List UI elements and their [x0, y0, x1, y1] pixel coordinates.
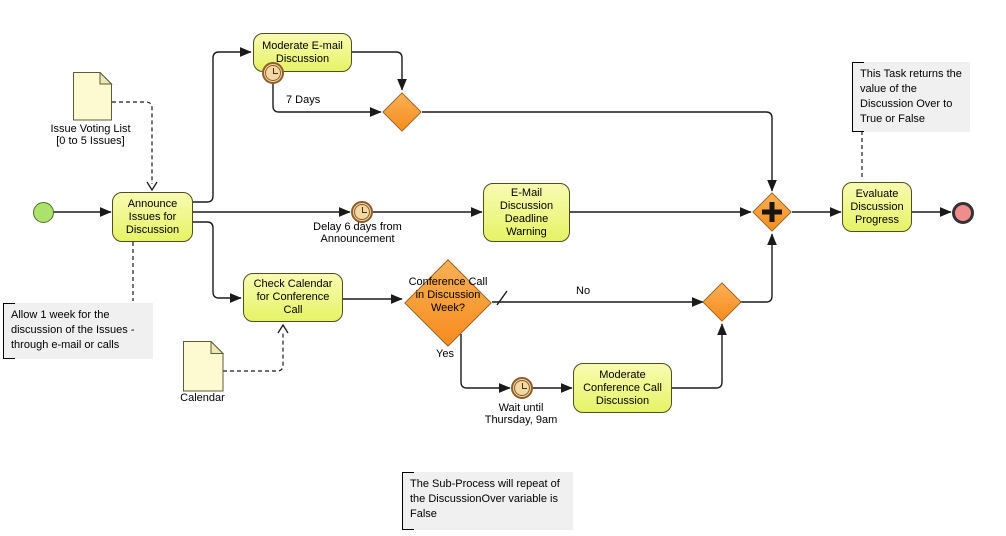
task-moderate-conference-call[interactable]: Moderate Conference Call Discussion: [573, 363, 672, 413]
data-object-issue-voting-list[interactable]: [73, 71, 113, 124]
clock-hand-icon: [521, 383, 523, 389]
flow-announce-to-check-calendar: [193, 221, 242, 303]
task-email-deadline-warning[interactable]: E-Mail Discussion Deadline Warning: [483, 183, 570, 242]
flow-announce-to-moderate-email: [193, 47, 252, 203]
clock-hand-icon: [362, 211, 367, 213]
issue-voting-list-label: Issue Voting List [0 to 5 Issues]: [50, 123, 131, 147]
delay-timer-event-icon[interactable]: [351, 201, 373, 223]
flow-moderate-conf-to-merge-gateway: [672, 323, 727, 389]
label-no: No: [576, 285, 591, 297]
end-event[interactable]: [952, 202, 974, 224]
clock-hand-icon: [272, 68, 274, 74]
flow-moderate-email-to-gateway: [352, 51, 407, 91]
assoc-calendar-to-check-calendar: [223, 332, 284, 372]
label-yes: Yes: [436, 348, 454, 360]
assoc-issue-voting-list-to-announce: [112, 101, 153, 184]
task-evaluate-progress[interactable]: Evaluate Discussion Progress: [842, 182, 912, 232]
clock-hand-icon: [522, 387, 527, 389]
task-moderate-email-discussion[interactable]: Moderate E-mail Discussion: [253, 33, 352, 72]
annotation-subprocess-repeat[interactable]: The Sub-Process will repeat of the Discu…: [402, 472, 573, 530]
task-announce-issues[interactable]: Announce Issues for Discussion: [112, 192, 193, 242]
wait-timer-event-icon[interactable]: [511, 377, 533, 399]
default-flow-slash-marker: [496, 290, 508, 306]
open-arrowhead-down-icon: [146, 181, 158, 192]
annotation-allow-one-week[interactable]: Allow 1 week for the discussion of the I…: [3, 303, 153, 359]
flow-yes-to-wait-timer: [460, 334, 511, 393]
label-delay-6-days: Delay 6 days from Announcement: [313, 221, 402, 245]
parallel-gateway-plus-icon: [758, 198, 786, 226]
clock-hand-icon: [273, 72, 278, 74]
flow-merge-gateway-to-parallel-join: [740, 233, 777, 303]
document-icon: [183, 340, 225, 392]
label-wait-until-thursday: Wait until Thursday, 9am: [484, 402, 558, 426]
clock-hand-icon: [361, 207, 363, 213]
calendar-label: Calendar: [180, 392, 225, 404]
data-object-calendar[interactable]: [183, 340, 225, 395]
open-arrowhead-up-icon: [277, 323, 289, 334]
annotation-task-returns[interactable]: This Task returns the value of the Discu…: [852, 62, 970, 132]
gateway-question-label: Conference Call in Discussion Week?: [408, 276, 488, 314]
start-event[interactable]: [33, 202, 54, 223]
boundary-timer-event-icon[interactable]: [262, 62, 284, 84]
flow-timer-7days-to-gateway: [272, 84, 382, 117]
task-check-calendar[interactable]: Check Calendar for Conference Call: [243, 273, 343, 322]
label-7-days: 7 Days: [286, 94, 321, 106]
document-icon: [73, 71, 113, 121]
flow-gateway-to-parallel-join-top: [422, 111, 777, 192]
